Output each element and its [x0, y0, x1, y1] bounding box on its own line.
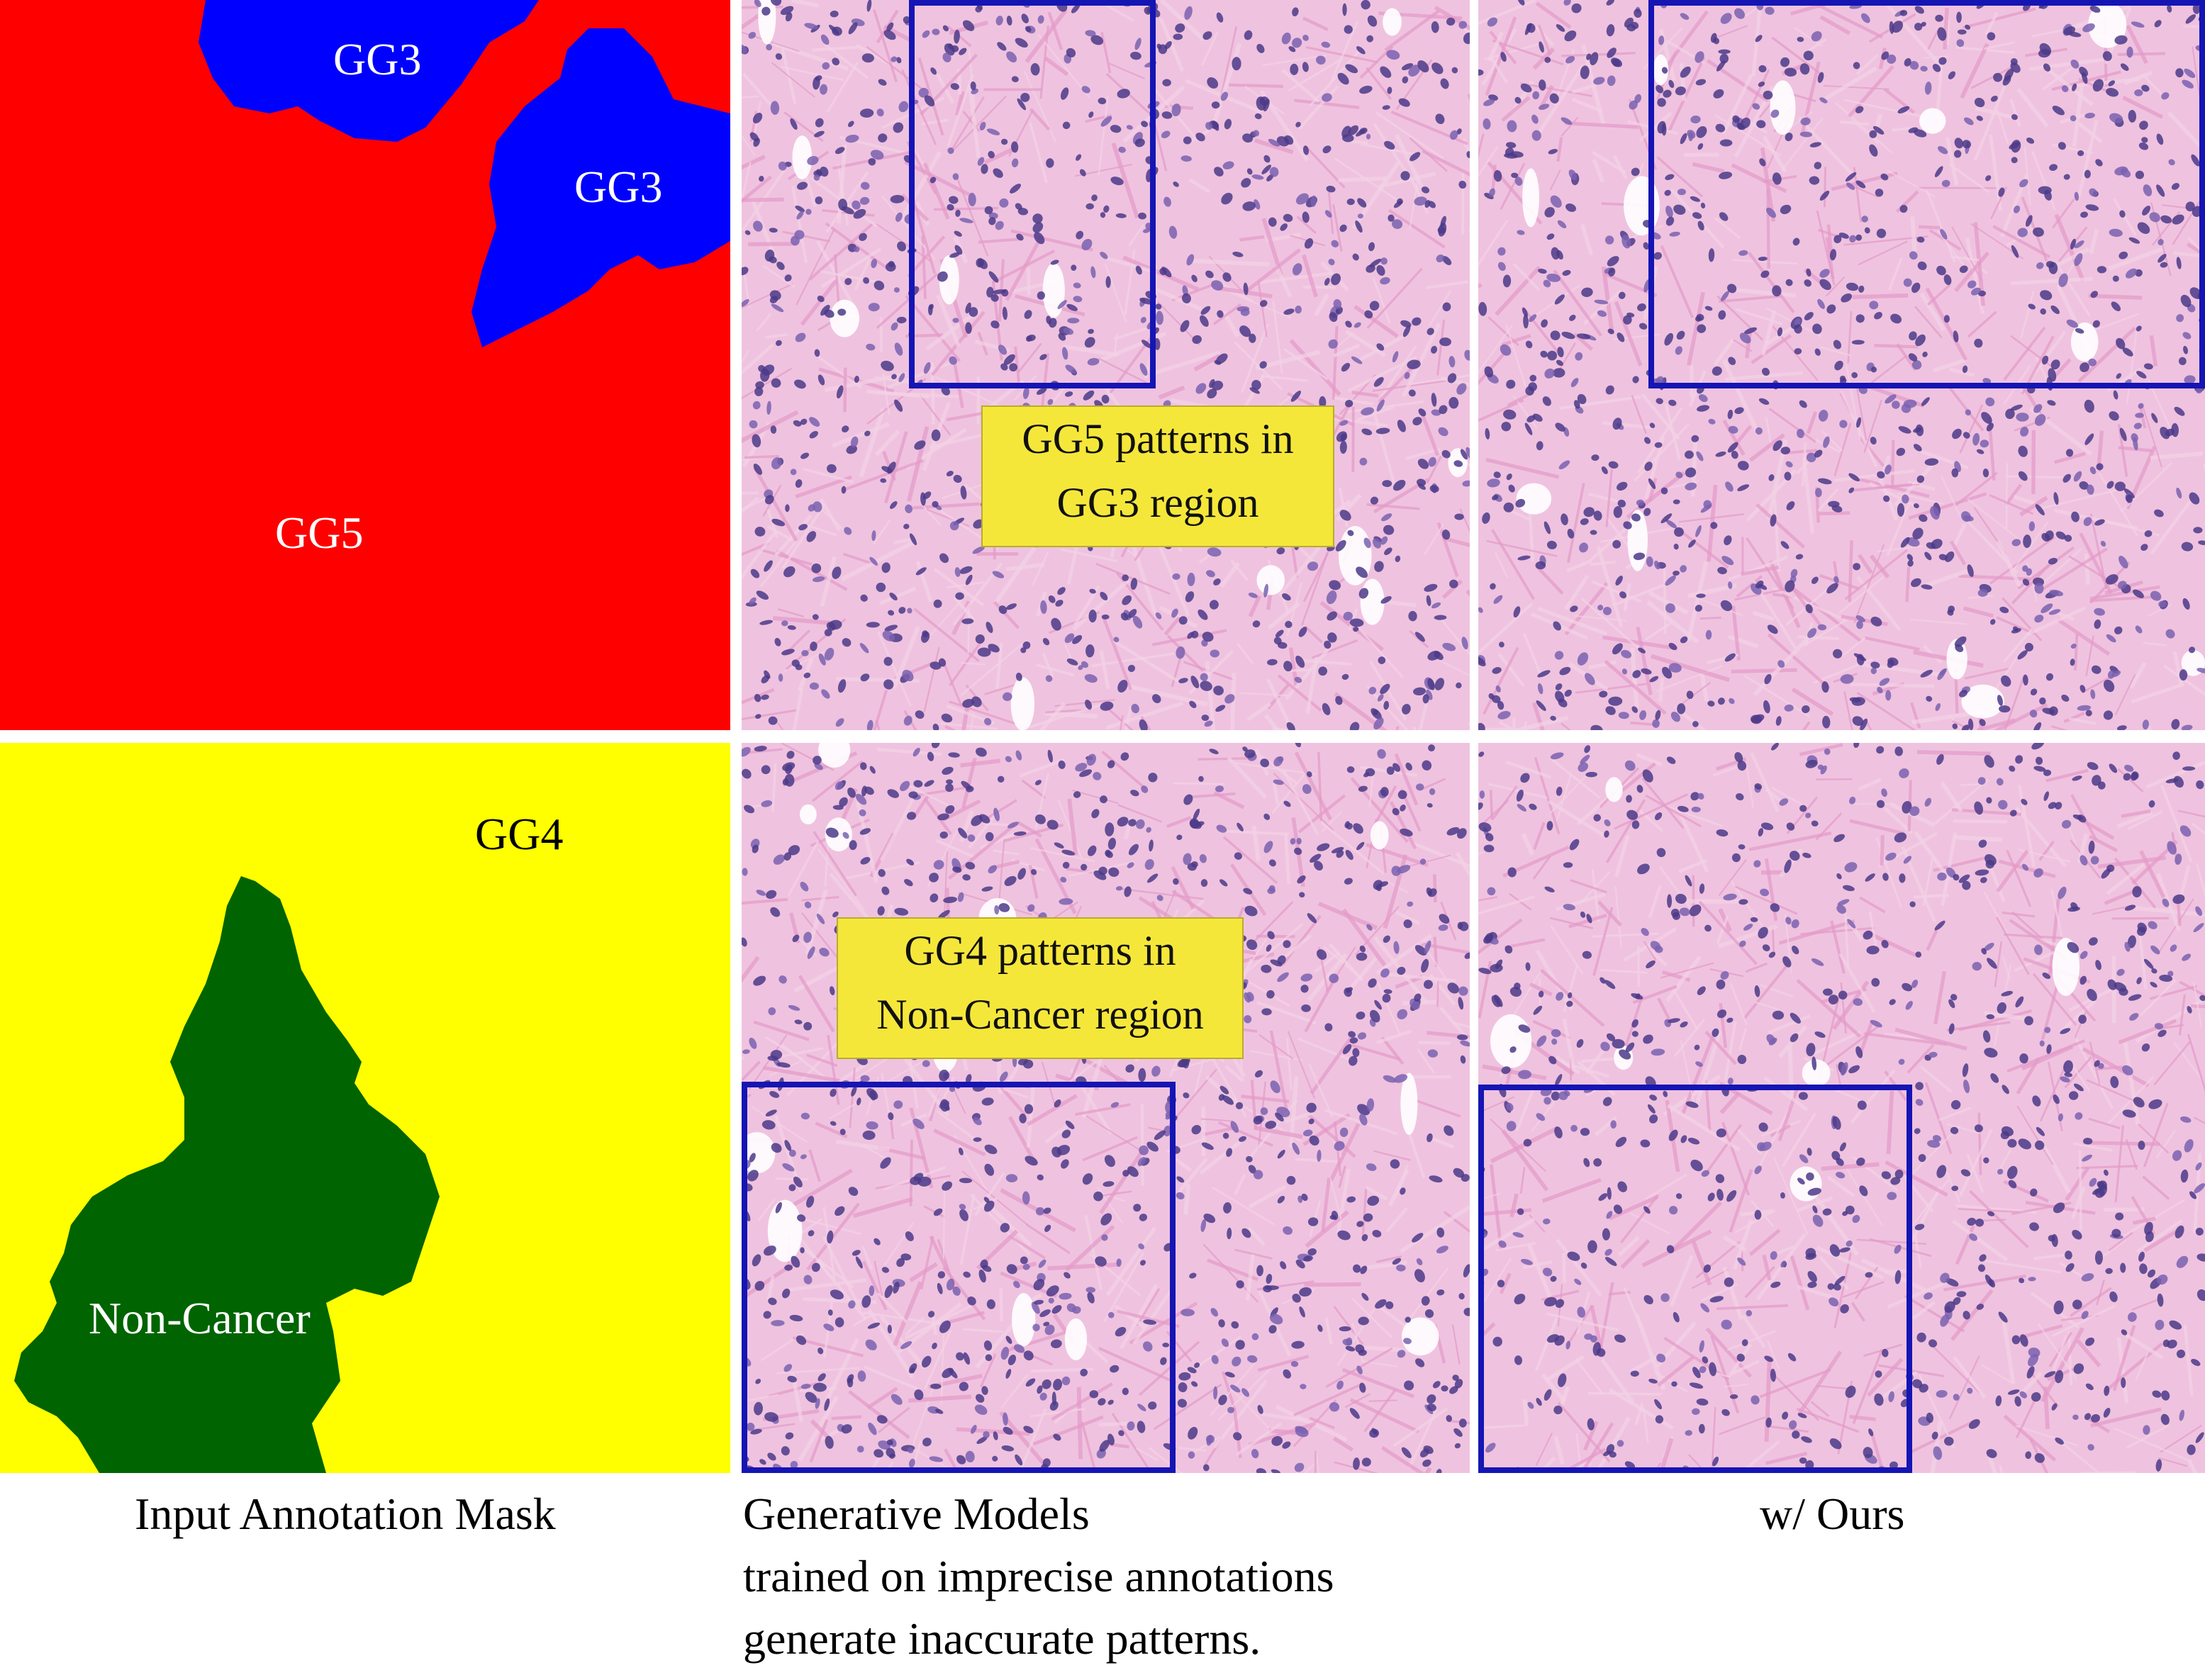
tissue-ours-top: [1478, 0, 2205, 730]
tissue-baseline-top: GG5 patterns in GG3 region: [742, 0, 1470, 730]
gg3-region-upper: [199, 0, 539, 142]
callout-line1: GG4 patterns in: [904, 927, 1176, 974]
highlight-box: [1478, 1085, 1912, 1473]
highlight-box: [1648, 0, 2205, 388]
gg3-region-right: [471, 28, 730, 347]
annotation-mask-bottom: GG4 Non-Cancer: [0, 743, 730, 1473]
tissue-image: [1478, 0, 2205, 730]
callout-line2: GG3 region: [1056, 479, 1259, 526]
tissue-ours-bottom: [1478, 743, 2205, 1473]
mask-top-regions: [0, 0, 730, 730]
tissue-baseline-bottom: GG4 patterns in Non-Cancer region: [742, 743, 1470, 1473]
tissue-image: [1478, 743, 2205, 1473]
tissue-image: [742, 743, 1470, 1473]
caption-ours: w/ Ours: [1760, 1489, 1905, 1539]
annotation-mask-top: GG3 GG3 GG5: [0, 0, 730, 730]
callout-gg5-in-gg3: GG5 patterns in GG3 region: [981, 405, 1334, 547]
caption-generative-line2: trained on imprecise annotations: [743, 1551, 1334, 1601]
callout-line1: GG5 patterns in: [1022, 415, 1294, 462]
gg5-label: GG5: [275, 508, 364, 558]
caption-input-mask: Input Annotation Mask: [135, 1489, 556, 1539]
noncancer-label: Non-Cancer: [89, 1293, 311, 1343]
mask-bottom-regions: [0, 743, 730, 1473]
gg4-label: GG4: [475, 809, 564, 859]
gg3-label-right: GG3: [574, 162, 663, 212]
noncancer-region: [14, 876, 440, 1473]
callout-gg4-in-noncancer: GG4 patterns in Non-Cancer region: [837, 917, 1244, 1059]
callout-line2: Non-Cancer region: [876, 991, 1204, 1038]
tissue-image: [742, 0, 1470, 730]
highlight-box: [742, 1082, 1176, 1473]
gg3-label-upper: GG3: [333, 34, 422, 84]
highlight-box: [909, 0, 1156, 388]
caption-generative-line1: Generative Models: [743, 1489, 1090, 1539]
caption-generative-line3: generate inaccurate patterns.: [743, 1613, 1261, 1664]
